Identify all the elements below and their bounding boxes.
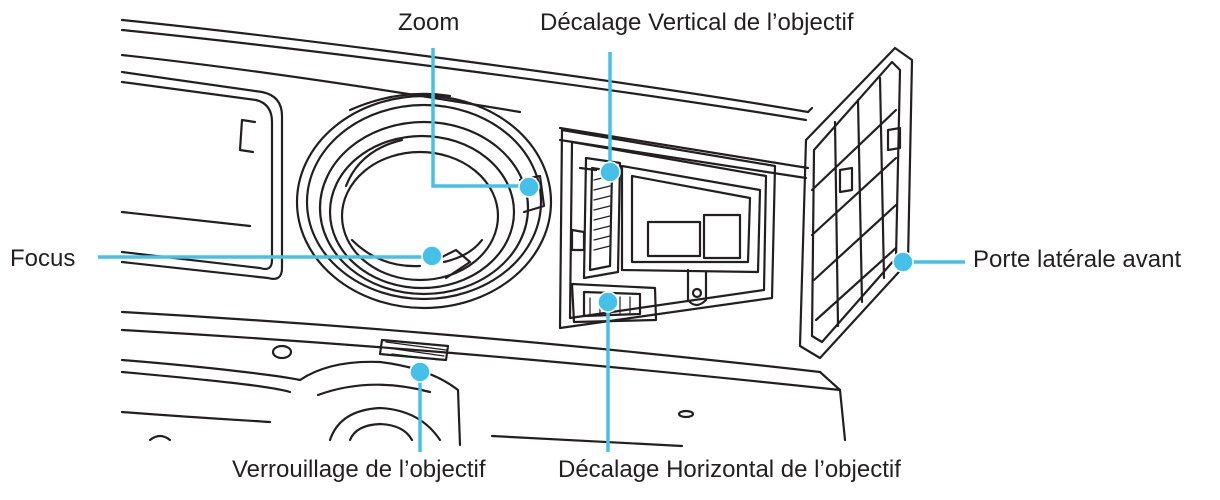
side-door-callout-dot bbox=[892, 251, 914, 273]
focus-label: Focus bbox=[10, 245, 76, 272]
vertical-lens-shift-label: Décalage Vertical de l’objectif bbox=[540, 9, 854, 36]
top-panel-recess bbox=[120, 70, 284, 280]
side-door-lattice bbox=[798, 46, 914, 360]
lens-lock-label: Verrouillage de l’objectif bbox=[232, 456, 486, 483]
callout-lines bbox=[98, 48, 965, 452]
zoom-callout-dot bbox=[518, 176, 540, 198]
lens-shift-compartment bbox=[558, 128, 777, 330]
horizontal-shift-callout-dot bbox=[597, 291, 619, 313]
lens-assembly bbox=[295, 92, 553, 310]
lens-lock-callout-dot bbox=[409, 361, 431, 383]
front-side-door-label: Porte latérale avant bbox=[973, 246, 1182, 273]
zoom-callout-line bbox=[431, 48, 527, 188]
focus-callout-dot bbox=[421, 245, 443, 267]
zoom-label: Zoom bbox=[398, 9, 460, 36]
chassis-lower-contour bbox=[120, 310, 847, 448]
horizontal-lens-shift-label: Décalage Horizontal de l’objectif bbox=[558, 456, 901, 483]
vertical-shift-callout-dot bbox=[599, 161, 621, 183]
